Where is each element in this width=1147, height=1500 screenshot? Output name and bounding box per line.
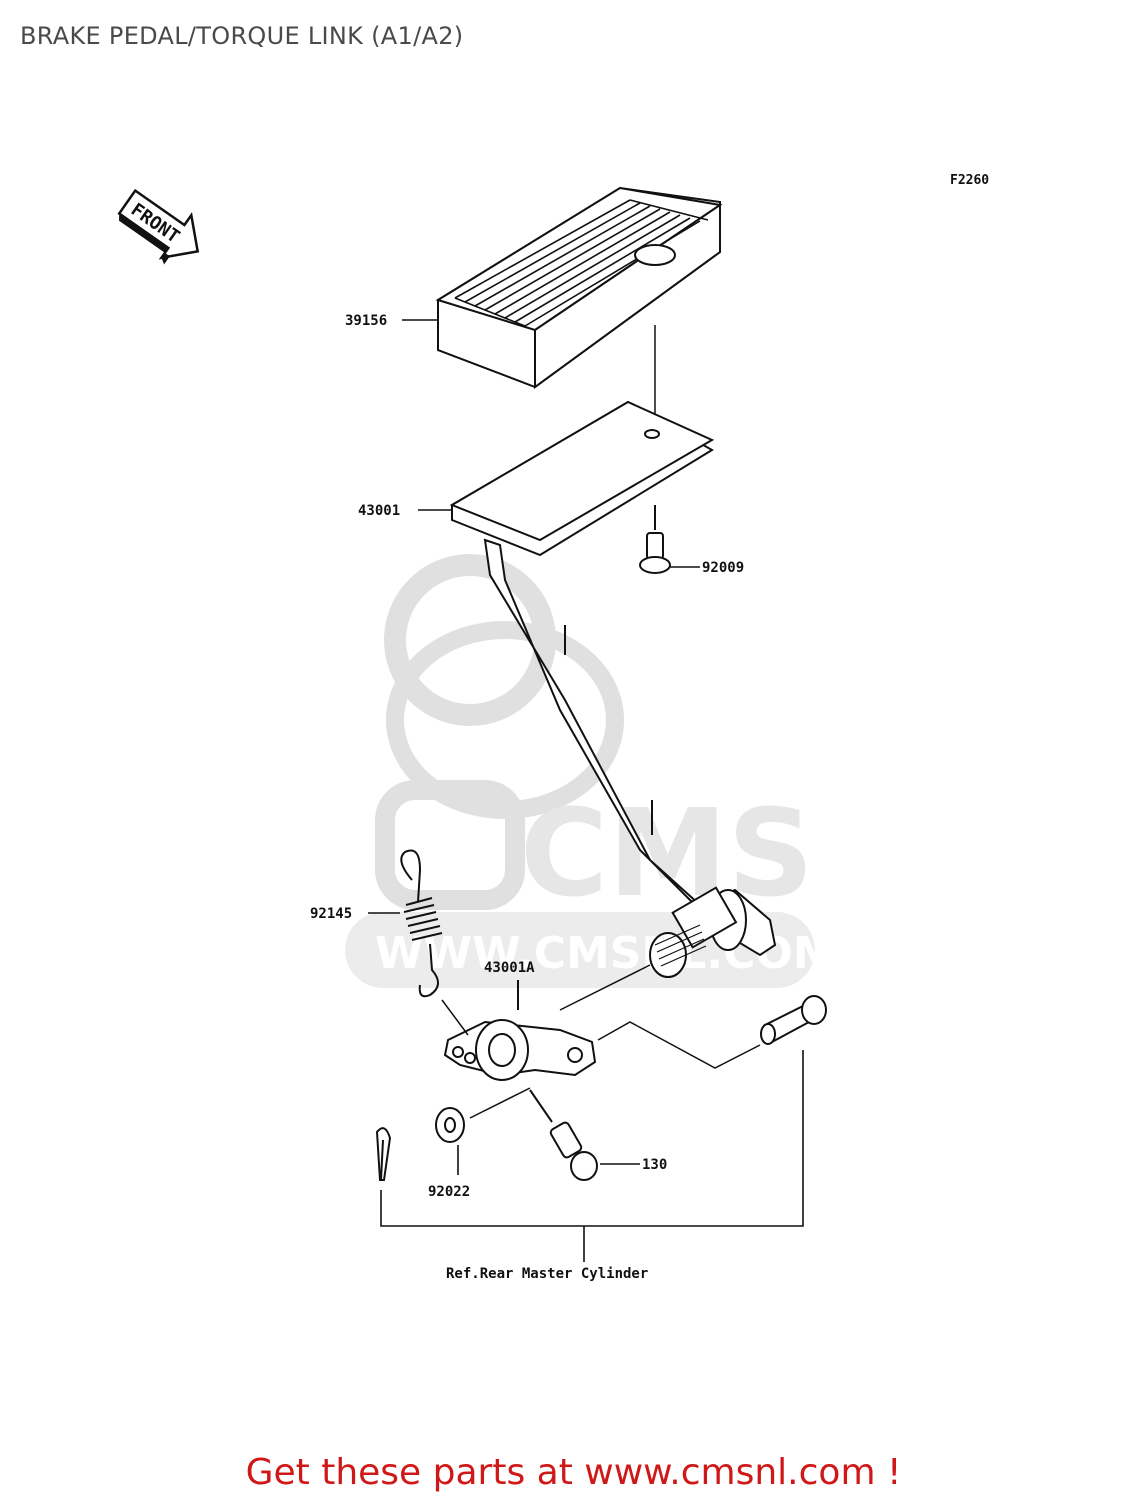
reference-bracket bbox=[380, 1050, 804, 1227]
part-label-92145: 92145 bbox=[310, 906, 352, 922]
screw bbox=[639, 505, 671, 574]
figure-code: F2260 bbox=[950, 173, 989, 188]
part-label-130: 130 bbox=[642, 1157, 667, 1173]
part-label-92022: 92022 bbox=[428, 1184, 470, 1200]
front-direction-marker: FRONT bbox=[117, 188, 200, 265]
clevis-pin bbox=[760, 995, 827, 1045]
part-label-39156: 39156 bbox=[345, 313, 387, 329]
cotter-pin bbox=[375, 1127, 392, 1181]
flange-bolt bbox=[529, 1089, 598, 1181]
brake-pedal-pad bbox=[435, 186, 723, 389]
page-title: BRAKE PEDAL/TORQUE LINK (A1/A2) bbox=[20, 22, 464, 50]
part-label-92009: 92009 bbox=[702, 560, 744, 576]
return-spring bbox=[400, 849, 443, 998]
cms-parts-link[interactable]: Get these parts at www.cmsnl.com ! bbox=[245, 1452, 902, 1493]
part-label-43001A: 43001A bbox=[484, 960, 535, 976]
torque-link-lever bbox=[443, 980, 597, 1081]
reference-note: Ref.Rear Master Cylinder bbox=[446, 1266, 648, 1282]
part-label-43001: 43001 bbox=[358, 503, 400, 519]
brake-pedal bbox=[449, 400, 777, 978]
washer bbox=[435, 1107, 465, 1143]
watermark-brand: CMS bbox=[520, 785, 814, 924]
